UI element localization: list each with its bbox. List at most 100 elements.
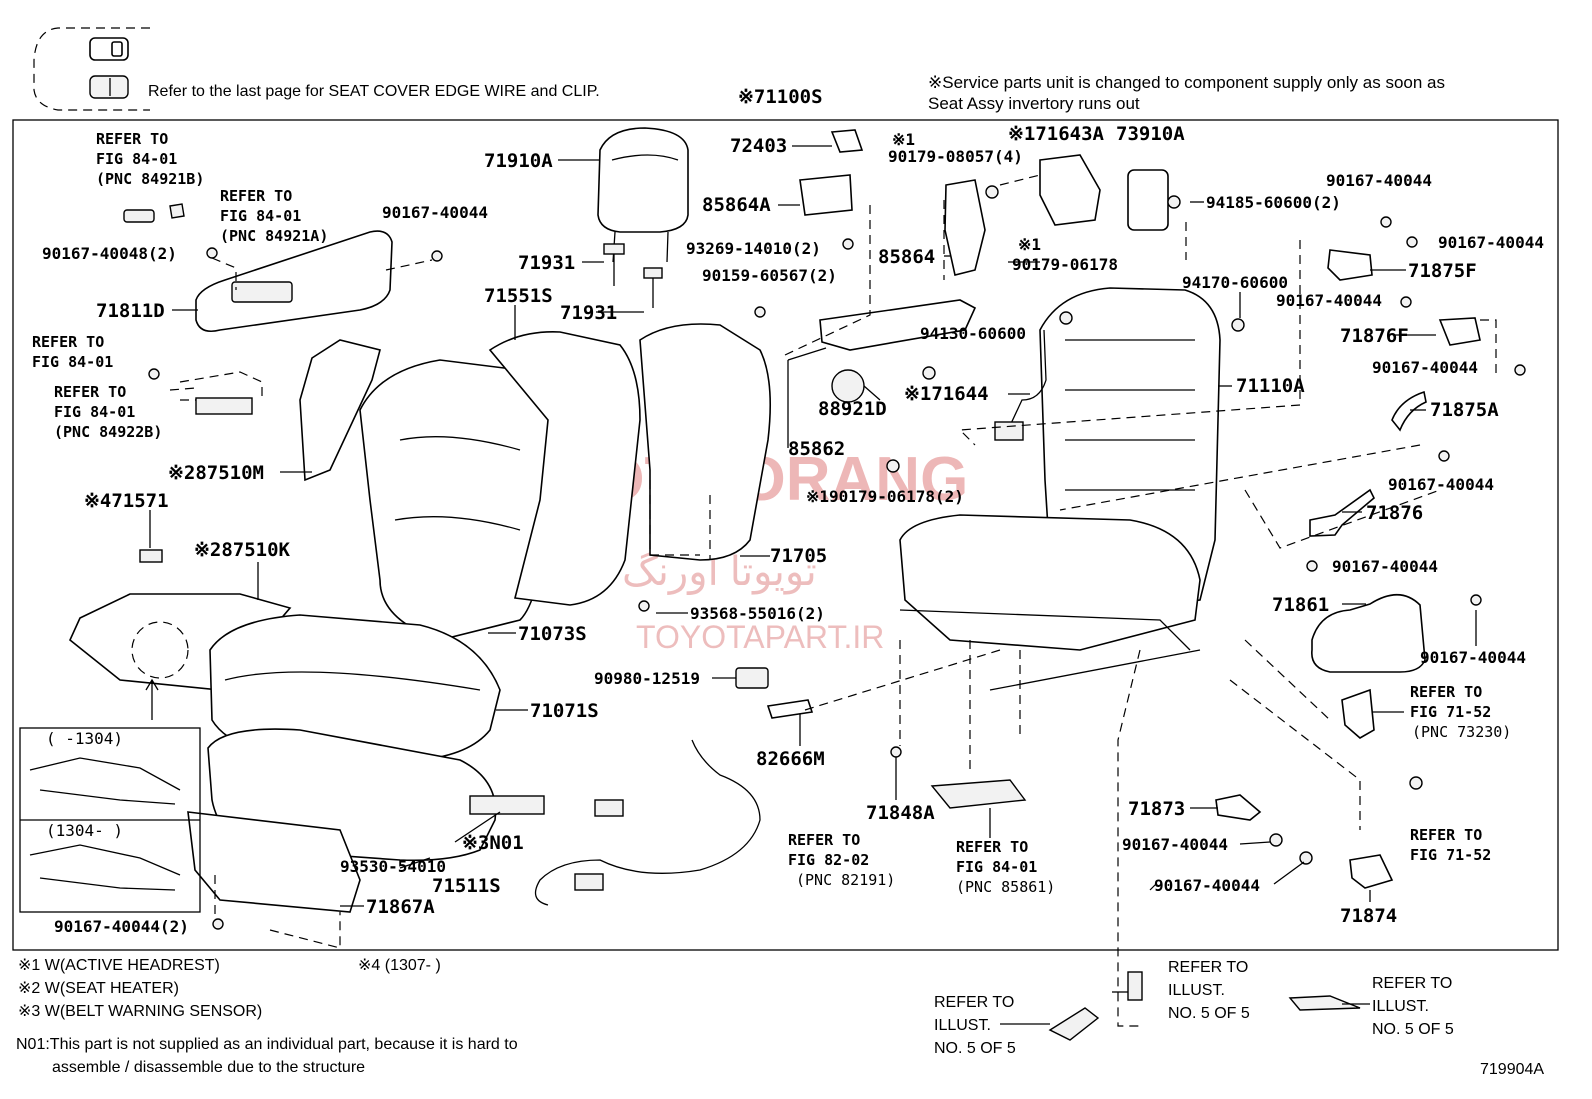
label-90167-40048: 90167-40048(2) [42, 244, 177, 263]
back-cover-seam [399, 436, 521, 451]
label-90167-r1: 90167-40044 [1326, 171, 1432, 190]
edge-wire-icon [89, 37, 129, 61]
ref-line: (PNC 84921A) [220, 227, 328, 245]
ref-line: FIG 82-02 [788, 851, 869, 869]
headrest-support-shape [603, 243, 663, 308]
inset-box [19, 727, 201, 913]
label-71931-b: 71931 [560, 302, 617, 324]
label-71571: ※471571 [84, 490, 169, 512]
label-71643A: ※171643A [1008, 123, 1105, 145]
seat-cushion-frame-shape [899, 514, 1201, 651]
label-88921D: 88921D [818, 398, 887, 420]
detail-circle [131, 621, 189, 679]
part-72403-shape [830, 129, 864, 153]
cable-71644-shape [1007, 329, 1047, 431]
label-71811D: 71811D [96, 300, 165, 322]
label-71931-a: 71931 [518, 252, 575, 274]
inset-label-1: ( -1304) [46, 729, 123, 748]
part-71876f-shape [1438, 317, 1481, 346]
watermark-url: TOYOTAPART.IR [636, 619, 884, 655]
slide-85862-shape [819, 299, 977, 351]
ref-line: FIG 71-52 [1410, 703, 1491, 721]
bottom-ref-3-line: NO. 5 OF 5 [1372, 1021, 1454, 1038]
label-90179-06178-2: ※190179-06178(2) [806, 487, 964, 506]
part-71876-shape [1309, 488, 1375, 537]
label-71861: 71861 [1272, 594, 1329, 616]
ref-line: (PNC 84922B) [54, 423, 162, 441]
heater-tag-shape [139, 549, 163, 563]
footnote-line-1: N01:This part is not supplied as an indi… [16, 1036, 518, 1053]
ref-line: (PNC 85861) [956, 878, 1055, 896]
label-90167-l1: 90167-40044 [382, 203, 488, 222]
part-73910a-shape [1127, 169, 1169, 231]
bottom-ref-part-3 [1288, 995, 1361, 1011]
legend-bracket [33, 27, 150, 111]
label-90167-r5: 90167-40044 [1388, 475, 1494, 494]
label-87510K: ※287510K [194, 539, 291, 561]
legend-item-3: ※3 W(BELT WARNING SENSOR) [18, 1003, 262, 1020]
buckle-shape [1341, 688, 1375, 739]
legend-item-2: ※2 W(SEAT HEATER) [18, 980, 179, 997]
ref-line: REFER TO [1410, 683, 1482, 701]
bracket-left-shape [179, 371, 263, 415]
label-90167-b1: 90167-40044 [1122, 835, 1228, 854]
part-85864a-shape [799, 174, 853, 216]
seat-cover-seam [224, 671, 481, 691]
label-71071S: 71071S [530, 700, 599, 722]
ref-line: (PNC 82191) [796, 871, 895, 889]
ref-line: REFER TO [788, 831, 860, 849]
label-71644: ※171644 [904, 383, 989, 405]
ref-84921A: REFER TO FIG 84-01 (PNC 84921A) [220, 187, 328, 245]
inset-label-2: (1304- ) [46, 821, 123, 840]
bottom-refer-blocks: REFER TO ILLUST. NO. 5 OF 5 REFER TO ILL… [934, 959, 1454, 1057]
seat-rails [899, 609, 1201, 691]
bottom-ref-2-line: ILLUST. [1168, 982, 1225, 999]
wire-harness-shape [534, 739, 761, 906]
label-note1a: ※1 [892, 130, 915, 149]
service-note-2: Seat Assy invertory runs out [928, 94, 1140, 113]
label-90167-b2: 90167-40044 [1154, 876, 1260, 895]
label-71110A: 71110A [1236, 375, 1305, 397]
back-board-shape [639, 323, 772, 561]
ref-8401: REFER TO FIG 84-01 [32, 333, 113, 371]
part-labels: 71910A 72403 85864A 93269-14010(2) 90159… [42, 123, 1544, 936]
seat-pan-shape [187, 811, 361, 913]
ref-84921B: REFER TO FIG 84-01 (PNC 84921B) [96, 130, 204, 188]
part-71874-shape [1349, 854, 1394, 889]
label-93530: 93530-54010 [340, 857, 446, 876]
bottom-ref-2-line: REFER TO [1168, 959, 1248, 976]
ref-line: (PNC 84921B) [96, 170, 204, 188]
label-90167-r3: 90167-40044 [1276, 291, 1382, 310]
legend: ※1 W(ACTIVE HEADREST) ※2 W(SEAT HEATER) … [16, 957, 518, 1076]
assembly-lines [169, 174, 1497, 1027]
label-73910A: 73910A [1116, 123, 1185, 145]
main-frame [12, 119, 1559, 951]
ref-7152: REFER TO FIG 71-52 [1410, 826, 1491, 864]
harness-connector-shape-2 [574, 873, 604, 891]
ref-line: REFER TO [1410, 826, 1482, 844]
part-71643a-shape [1039, 154, 1101, 226]
arrow-up-icon [145, 678, 159, 720]
label-71910A: 71910A [484, 150, 553, 172]
label-71875F: 71875F [1408, 260, 1477, 282]
bottom-ref-part-2 [1127, 971, 1143, 1001]
footnote-line-2: assemble / disassemble due to the struct… [52, 1059, 365, 1076]
ref-84922B: REFER TO FIG 84-01 (PNC 84922B) [54, 383, 162, 441]
pad-85861-shape [930, 779, 1027, 809]
bottom-ref-1-line: NO. 5 OF 5 [934, 1040, 1016, 1057]
label-90179-08057: 90179-08057(4) [888, 147, 1023, 166]
ref-line: FIG 84-01 [32, 353, 113, 371]
bottom-ref-3-line: ILLUST. [1372, 998, 1429, 1015]
label-note1b: ※1 [1018, 235, 1041, 254]
label-93568: 93568-55016(2) [690, 604, 825, 623]
label-71073S: 71073S [518, 623, 587, 645]
ref-line: REFER TO [54, 383, 126, 401]
ref-line: REFER TO [32, 333, 104, 351]
motor-85864-shape [944, 179, 986, 276]
label-71705: 71705 [770, 545, 827, 567]
label-85864: 85864 [878, 246, 935, 268]
label-71848A: 71848A [866, 802, 935, 824]
ref-line: REFER TO [220, 187, 292, 205]
ref-line: FIG 71-52 [1410, 846, 1491, 864]
part-71875a-shape [1391, 390, 1427, 432]
